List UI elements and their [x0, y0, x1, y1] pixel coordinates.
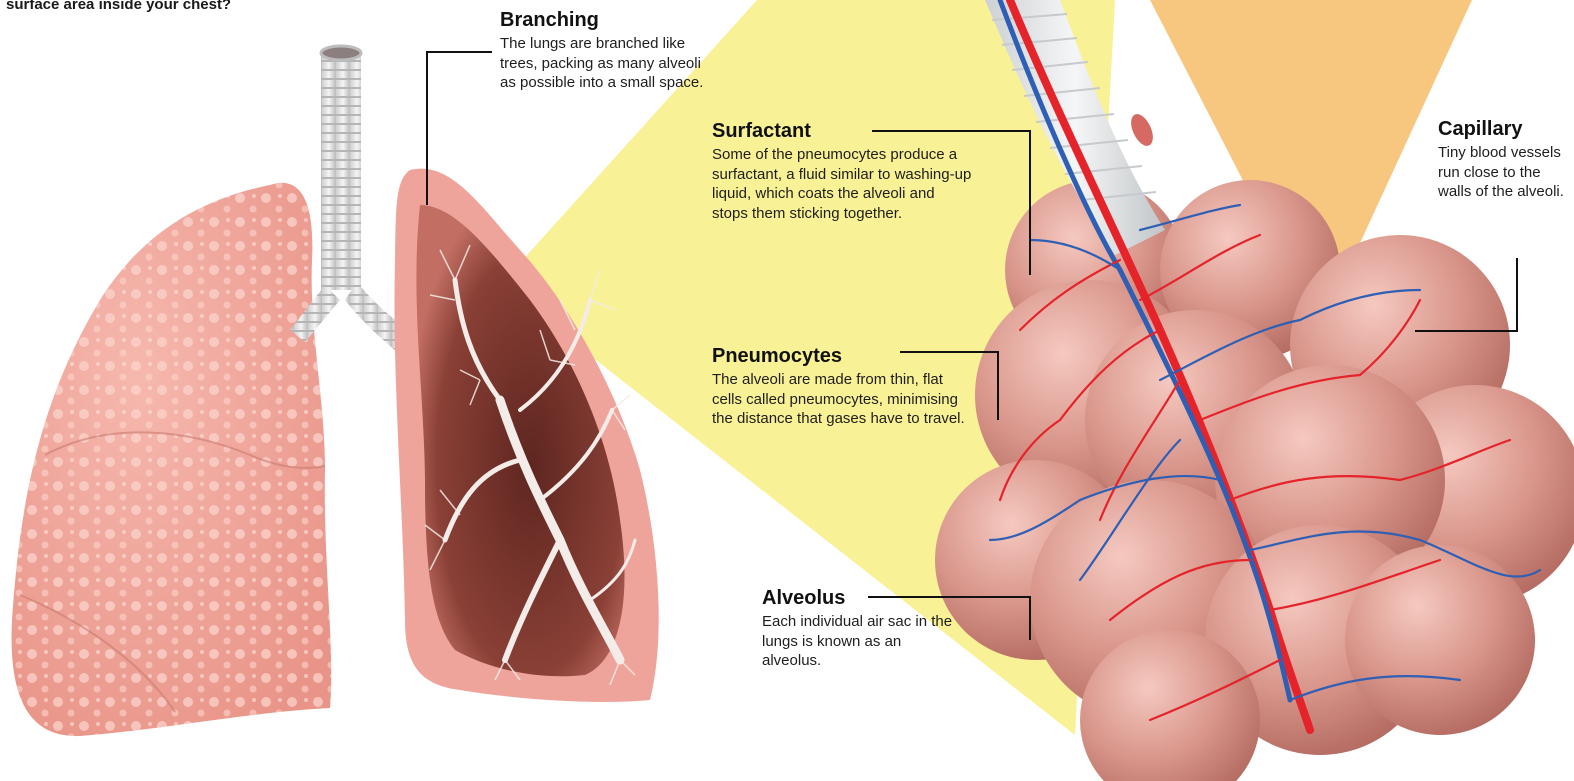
- callout-pneumocytes: Pneumocytes The alveoli are made from th…: [712, 344, 972, 429]
- callout-body: Tiny blood vessels run close to the wall…: [1438, 143, 1574, 202]
- callout-title: Pneumocytes: [712, 344, 972, 368]
- callout-body: The alveoli are made from thin, flat cel…: [712, 370, 972, 429]
- callout-branching: Branching The lungs are branched like tr…: [500, 8, 715, 93]
- callout-title: Surfactant: [712, 119, 972, 143]
- callout-body: Some of the pneumocytes produce a surfac…: [712, 145, 972, 223]
- callout-body: Each individual air sac in the lungs is …: [762, 612, 962, 671]
- callout-capillary: Capillary Tiny blood vessels run close t…: [1438, 117, 1574, 202]
- callout-title: Alveolus: [762, 586, 962, 610]
- callout-alveolus: Alveolus Each individual air sac in the …: [762, 586, 962, 671]
- callout-body: The lungs are branched like trees, packi…: [500, 34, 715, 93]
- callout-surfactant: Surfactant Some of the pneumocytes produ…: [712, 119, 972, 223]
- intro-text: surface area inside your chest?: [6, 0, 231, 14]
- callout-title: Capillary: [1438, 117, 1574, 141]
- left-lung: [12, 183, 332, 736]
- callout-title: Branching: [500, 8, 715, 32]
